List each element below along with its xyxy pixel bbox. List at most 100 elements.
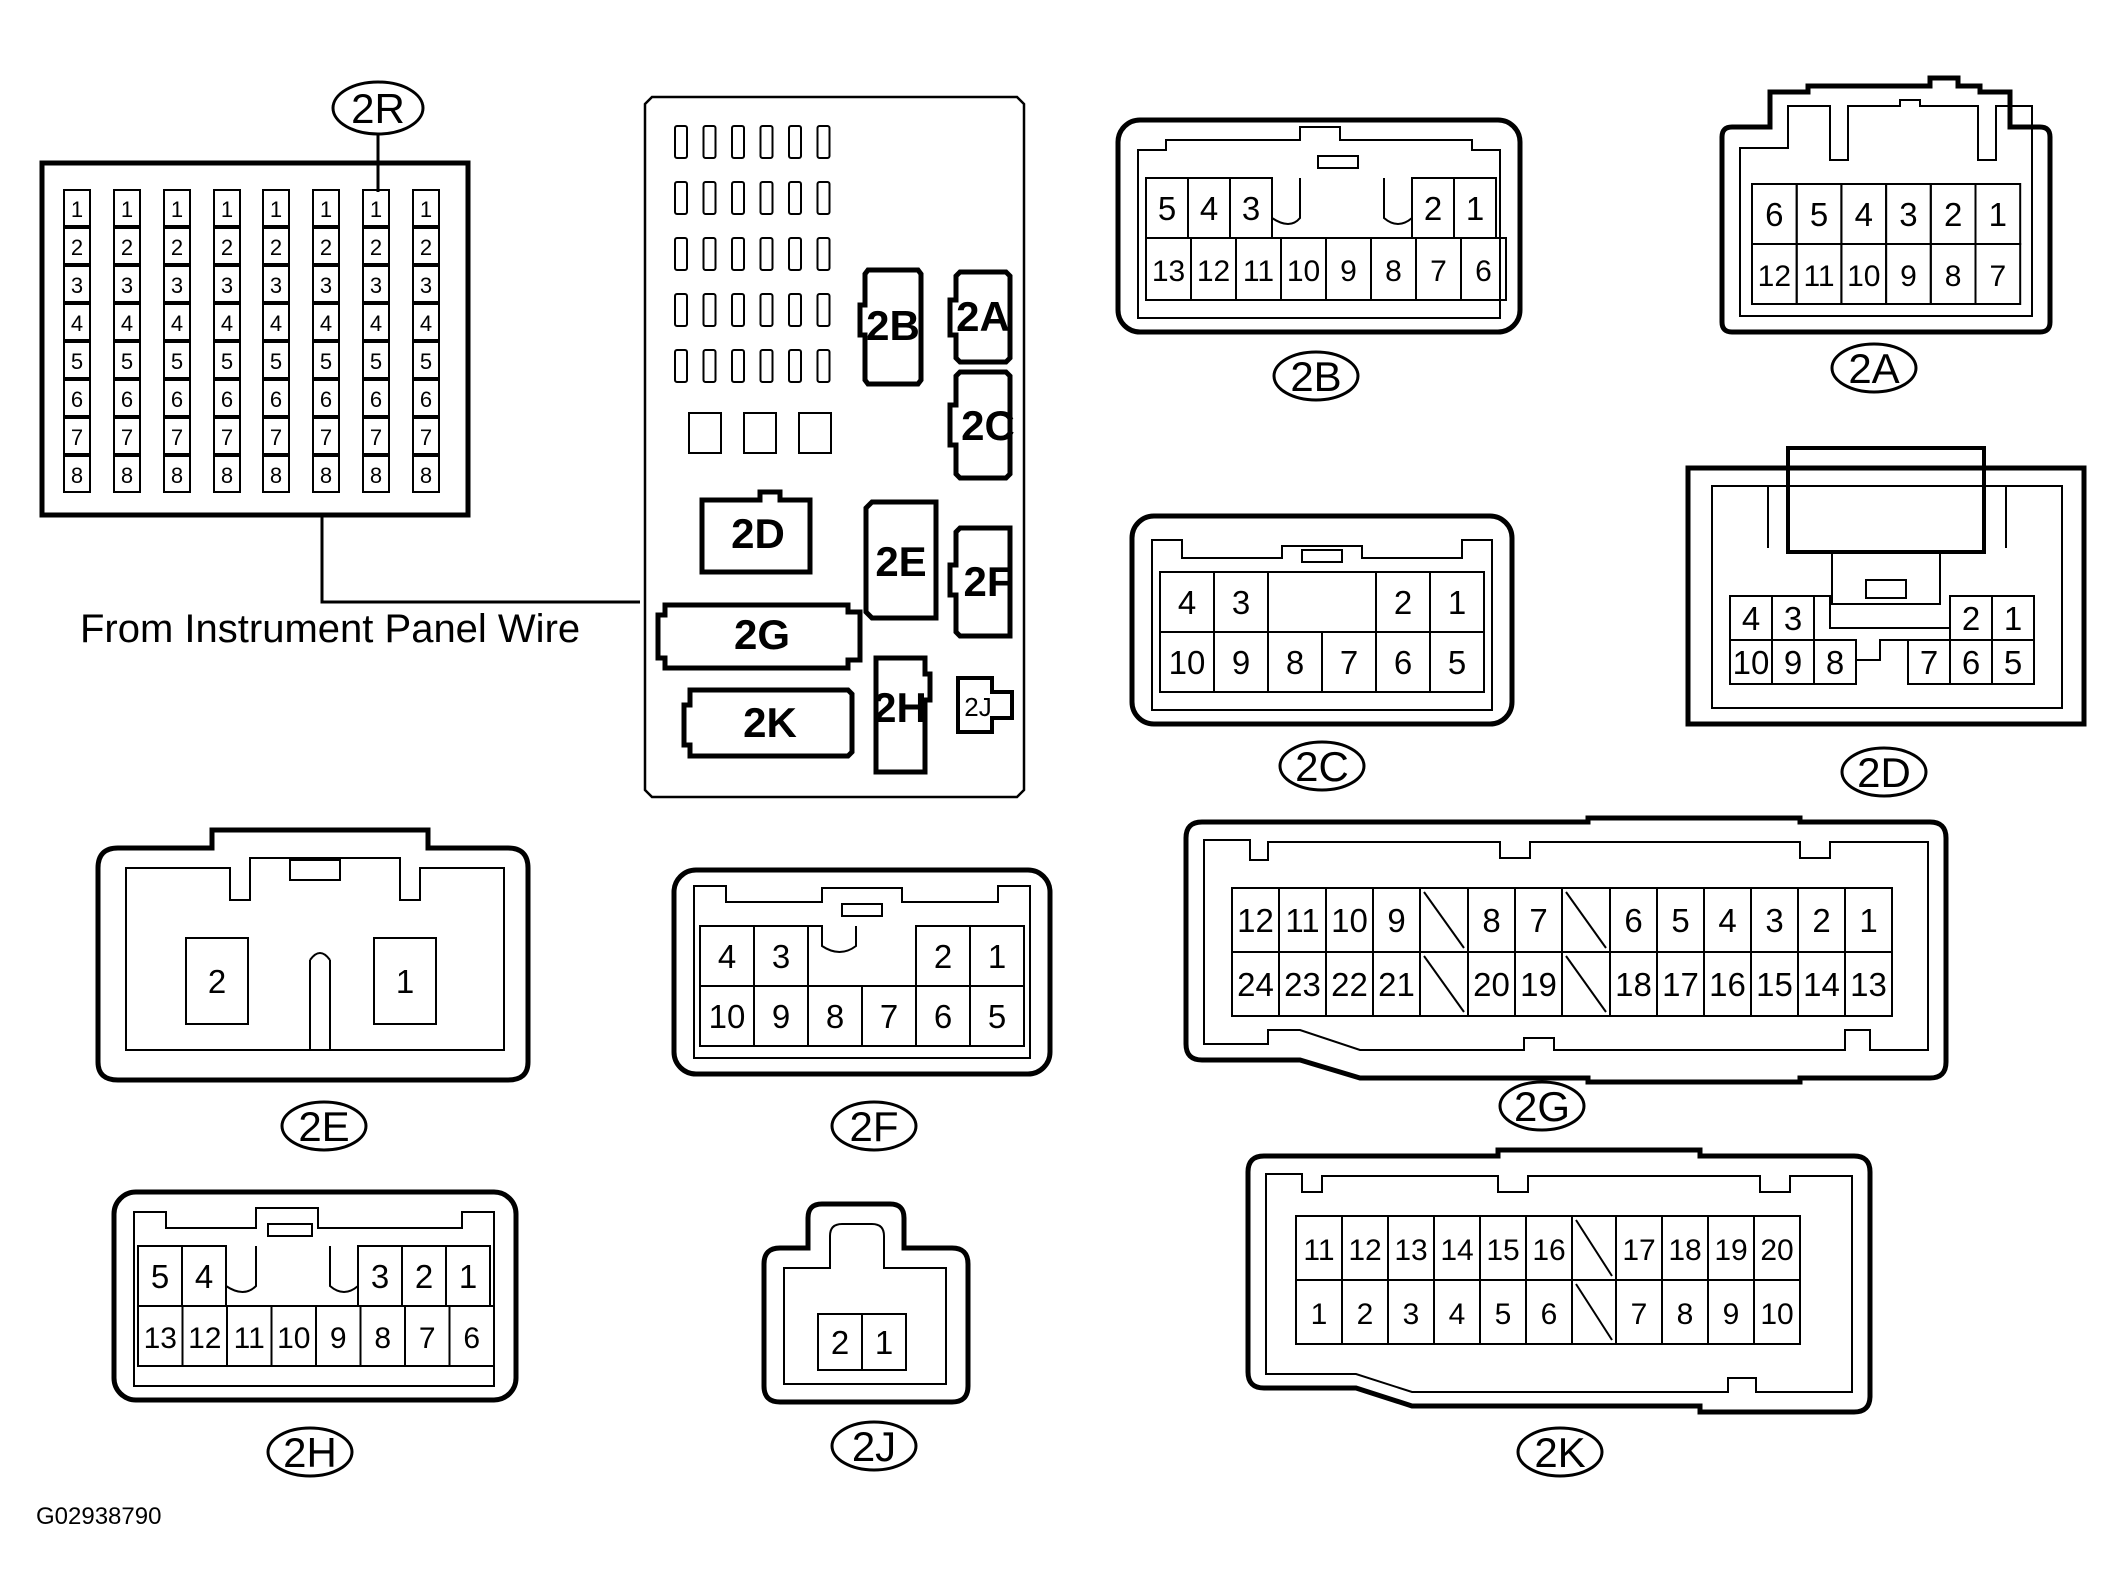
- connector-2R-pin: 8: [121, 463, 133, 488]
- connector-2H-label: 2H: [283, 1429, 337, 1476]
- connector-2R-pin: 5: [320, 349, 332, 374]
- connector-2B: [1115, 117, 1523, 335]
- connector-2R-cell: [213, 379, 241, 417]
- connector-2C-pin: 9: [1232, 644, 1250, 681]
- connector-2R-pin: 2: [71, 235, 83, 260]
- connector-2R-cell: [262, 227, 290, 265]
- jb-label-2C: 2C: [961, 402, 1015, 449]
- connector-2G-pin: 18: [1615, 966, 1652, 1003]
- connector-2G-pin: 3: [1765, 902, 1783, 939]
- connector-2R-cell: [362, 455, 390, 493]
- connector-2A-pin: 8: [1945, 260, 1962, 293]
- connector-2R-cell: [262, 303, 290, 341]
- connector-2G-pin: 16: [1709, 966, 1746, 1003]
- jb-label-2E: 2E: [875, 538, 926, 585]
- connector-2C-tag-oval: [1278, 740, 1366, 792]
- connector-2B-label: 2B: [1290, 353, 1341, 400]
- connector-2J: [761, 1201, 971, 1405]
- connector-2F-pin: 5: [988, 998, 1006, 1035]
- connector-2C-pin: 6: [1394, 644, 1412, 681]
- connector-2K-pin: 2: [1357, 1298, 1374, 1331]
- connector-2R-pin: 4: [320, 311, 332, 336]
- connector-2R-cell: [113, 227, 141, 265]
- connector-2B-pin: 5: [1158, 190, 1176, 227]
- connector-2G-pin: 4: [1718, 902, 1736, 939]
- connector-2R-pin: 3: [320, 273, 332, 298]
- connector-2E-cell: [373, 937, 437, 1025]
- connector-2K-pin: 6: [1541, 1298, 1558, 1331]
- connector-2K: [1245, 1147, 1873, 1415]
- connector-2R-cell: [312, 379, 340, 417]
- connector-2R-cell: [312, 417, 340, 455]
- connector-2K-pin: 12: [1348, 1234, 1381, 1267]
- connector-2R-pin: 3: [221, 273, 233, 298]
- connector-2R-cell: [213, 303, 241, 341]
- connector-2R-pin: 7: [171, 425, 183, 450]
- connector-2G-pin: 11: [1285, 902, 1319, 939]
- connector-2R-cell: [312, 189, 340, 227]
- connector-2K-pin: 18: [1668, 1234, 1701, 1267]
- connector-2D-pin: 3: [1784, 600, 1802, 637]
- connector-2G-pin: 19: [1520, 966, 1557, 1003]
- connector-2D-pin: 6: [1962, 644, 1980, 681]
- connector-2B-pin: 4: [1200, 190, 1218, 227]
- figure-id: G02938790: [36, 1503, 161, 1530]
- connector-2R-pin: 6: [221, 387, 233, 412]
- connector-2E-label: 2E: [298, 1103, 349, 1150]
- connector-2D-pin: 2: [1962, 600, 1980, 637]
- connector-2G-pin: 5: [1671, 902, 1689, 939]
- connector-2D-pin: 4: [1742, 600, 1760, 637]
- connector-2A-pin: 6: [1765, 196, 1783, 233]
- connector-2B-pin: 6: [1475, 255, 1492, 288]
- connector-2C-pin: 8: [1286, 644, 1304, 681]
- connector-2R-cell: [163, 455, 191, 493]
- connector-2R-cell: [163, 417, 191, 455]
- connector-2G-pin: 20: [1473, 966, 1510, 1003]
- connector-2H-pin: 12: [188, 1322, 221, 1355]
- connector-2R-cell: [63, 227, 91, 265]
- connector-2H-pin: 13: [144, 1322, 177, 1355]
- connector-2H-pin: 2: [415, 1258, 433, 1295]
- connector-2B-pin: 13: [1152, 255, 1185, 288]
- connector-2A: [1719, 75, 2053, 335]
- jb-label-2J: 2J: [964, 692, 991, 722]
- connector-2R-pin: 1: [420, 197, 432, 222]
- connector-2B-cell: [1460, 237, 1507, 301]
- connector-2R-cell: [262, 189, 290, 227]
- connector-2R-cell: [412, 265, 440, 303]
- connector-2R-pin: 8: [171, 463, 183, 488]
- connector-2R-pin: 4: [370, 311, 382, 336]
- connector-2R-pin: 5: [221, 349, 233, 374]
- connector-2B-pin: 1: [1466, 190, 1484, 227]
- connector-2B-pin: 9: [1340, 255, 1357, 288]
- connector-2K-pin: 4: [1449, 1298, 1466, 1331]
- connector-2A-pin: 3: [1899, 196, 1917, 233]
- connector-2R-pin: 3: [71, 273, 83, 298]
- connector-2R-pin: 7: [221, 425, 233, 450]
- connector-2R-pin: 7: [420, 425, 432, 450]
- connector-2R-pin: 3: [420, 273, 432, 298]
- connector-2H-tag-oval: [266, 1426, 354, 1478]
- connector-2R-pin: 6: [171, 387, 183, 412]
- connector-2R-pin: 5: [71, 349, 83, 374]
- connector-2K-pin: 9: [1723, 1298, 1740, 1331]
- connector-2R-cell: [163, 227, 191, 265]
- connector-2A-pin: 2: [1944, 196, 1962, 233]
- connector-2K-cell: [1753, 1279, 1801, 1345]
- connector-2C-pin: 5: [1448, 644, 1466, 681]
- connector-2R-pin: 1: [270, 197, 282, 222]
- connector-2R-cell: [63, 303, 91, 341]
- connector-2K-pin: 20: [1760, 1234, 1793, 1267]
- connector-2R-pin: 8: [320, 463, 332, 488]
- connector-2R-pin: 7: [370, 425, 382, 450]
- connector-2H-pin: 3: [371, 1258, 389, 1295]
- connector-2G-pin: 22: [1331, 966, 1368, 1003]
- pin-grids: 1234567812345678123456781234567812345678…: [71, 177, 2035, 1371]
- connector-2B-pin: 2: [1424, 190, 1442, 227]
- connector-2R-pin: 3: [171, 273, 183, 298]
- connector-2G-pin: 14: [1803, 966, 1840, 1003]
- connector-2F-cell: [969, 985, 1025, 1047]
- connector-2R-cell: [312, 265, 340, 303]
- connector-2R-cell: [63, 265, 91, 303]
- connector-2K-pin: 8: [1677, 1298, 1694, 1331]
